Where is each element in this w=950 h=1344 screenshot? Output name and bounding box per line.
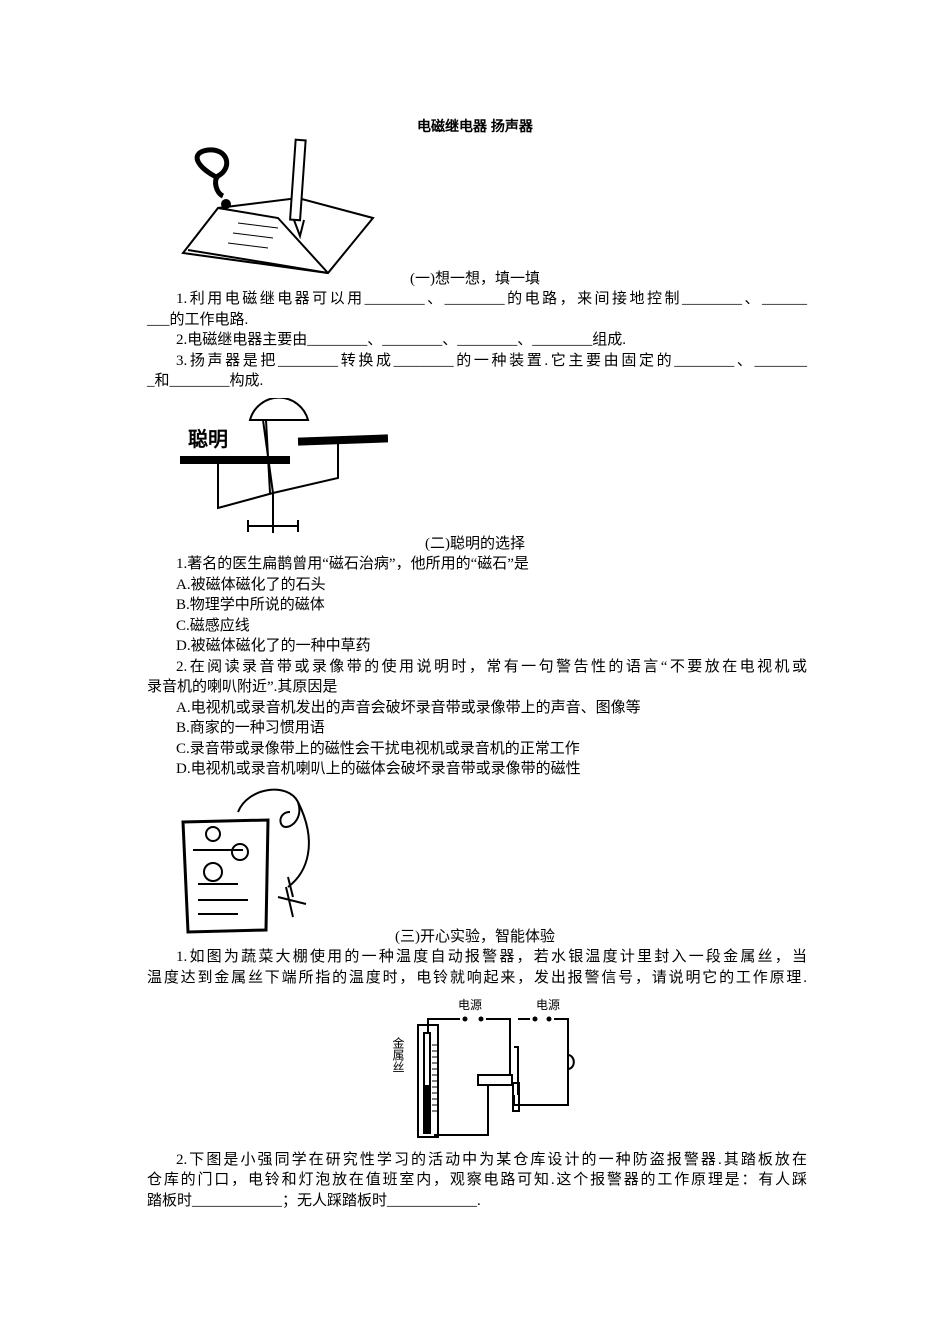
option-a: A.被磁体磁化了的石头: [176, 577, 326, 593]
temperature-alarm-circuit: 电源 电源 金属丝: [391, 998, 575, 1138]
question-text: 仓库的门口，电铃和灯泡放在值班室内，观察电路可知.这个报警器的工作原理是：有人踩: [147, 1172, 807, 1188]
power-label: 电源: [458, 998, 482, 1012]
text-line: 3.扬声器是把________转换成________的一种装置.它主要由固定的_…: [176, 353, 807, 369]
book-pencil-illustration: [181, 138, 375, 275]
wire-label: 金属丝: [391, 1036, 405, 1073]
question-text: 踏板时____________；无人踩踏板时____________.: [147, 1193, 481, 1209]
question-text: 录音机的喇叭附近”.其原因是: [147, 679, 338, 695]
text-line: ___的工作电路.: [147, 312, 249, 328]
page-title: 电磁继电器 扬声器: [417, 118, 533, 134]
option-c: C.录音带或录像带上的磁性会干扰电视机或录音机的正常工作: [176, 741, 580, 757]
option-d: D.电视机或录音机喇叭上的磁体会破坏录音带或录像带的磁性: [176, 761, 581, 777]
option-b: B.物理学中所说的磁体: [176, 597, 325, 613]
balance-scale-illustration: 聪明: [180, 398, 388, 533]
text-line: 1.利用电磁继电器可以用________、________的电路，来间接地控制_…: [176, 291, 807, 307]
figure-label: 聪明: [188, 427, 228, 451]
question-text: 1.著名的医生扁鹊曾用“磁石治病”，他所用的“磁石”是: [176, 556, 529, 572]
option-a: A.电视机或录音机发出的声音会破坏录音带或录像带上的声音、图像等: [176, 700, 641, 716]
option-b: B.商家的一种习惯用语: [176, 720, 325, 736]
option-c: C.磁感应线: [176, 618, 250, 634]
question-text: 2.下图是小强同学在研究性学习的活动中为某仓库设计的一种防盗报警器.其踏板放在: [176, 1152, 807, 1168]
option-d: D.被磁体磁化了的一种中草药: [176, 638, 371, 654]
text-line: _和________构成.: [147, 373, 264, 389]
question-text: 1.如图为蔬菜大棚使用的一种温度自动报警器，若水银温度计里封入一段金属丝，当: [176, 949, 807, 965]
section-2-heading: (二)聪明的选择: [425, 536, 525, 552]
question-text: 温度达到金属丝下端所指的温度时，电铃就响起来，发出报警信号，请说明它的工作原理.: [147, 970, 807, 986]
question-text: 2.在阅读录音带或录像带的使用说明时，常有一句警告性的语言“不要放在电视机或: [176, 659, 807, 675]
beaker-experiment-illustration: [181, 788, 310, 934]
text-line: 2.电磁继电器主要由________、________、________、___…: [176, 332, 627, 348]
section-1-heading: (一)想一想，填一填: [410, 271, 540, 287]
power-label: 电源: [536, 998, 560, 1012]
section-3-heading: (三)开心实验，智能体验: [395, 929, 555, 945]
